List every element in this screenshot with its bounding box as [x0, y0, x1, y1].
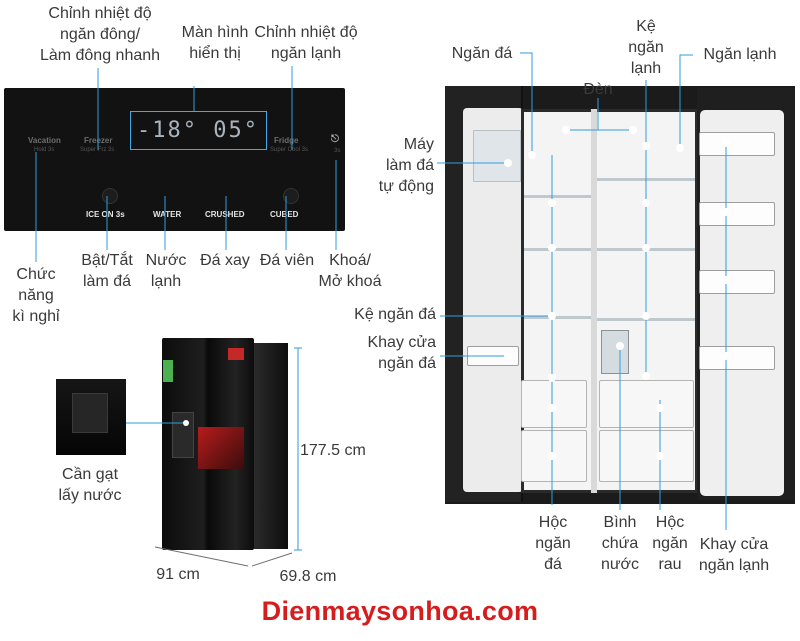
fridge-door-tray	[699, 346, 775, 370]
cabinet-divider	[591, 109, 597, 493]
label-lock: Khoá/ Mở khoá	[318, 252, 382, 290]
energy-tag	[163, 360, 173, 382]
fridge-sub: Super Cool 3s	[270, 147, 309, 153]
label-height: 177.5 cm	[300, 442, 366, 459]
label-ice-shelf: Kệ ngăn đá	[354, 306, 436, 323]
label-depth: 69.8 cm	[279, 568, 337, 585]
water-button[interactable]: WATER	[153, 210, 182, 219]
label-cubed: Đá viên	[259, 252, 315, 269]
freezer-shelf	[524, 248, 591, 251]
display-highlight	[130, 111, 267, 150]
cubed-knob[interactable]	[283, 188, 299, 204]
fridge-door-tray	[699, 202, 775, 226]
fridge-door-tray	[699, 270, 775, 294]
vegetable-drawer	[599, 380, 694, 428]
label-water-pitcher: Bình chứa nước	[600, 514, 640, 573]
label-vacation: Chức năng kì nghỉ	[12, 266, 60, 325]
fridge-text: Fridge	[274, 136, 299, 145]
label-fridge-compartment: Ngăn lạnh	[703, 46, 777, 63]
cubed-button[interactable]: CUBED	[270, 210, 299, 219]
lever-closeup-dispenser	[72, 393, 108, 433]
brand-watermark: Dienmaysonhoa.com	[261, 596, 539, 626]
temperature-display: -18° 05°	[137, 118, 259, 143]
promo-sticker	[198, 427, 244, 469]
label-ice-door-tray: Khay cửa ngăn đá	[367, 334, 436, 372]
vacation-sub: Hold 3s	[34, 147, 55, 153]
label-lever: Cần gạt lấy nước	[58, 466, 122, 504]
label-fridge-door-tray: Khay cửa ngăn lạnh	[698, 536, 770, 574]
label-ice-maker: Máy làm đá tự động	[378, 136, 434, 195]
vegetable-drawer	[599, 430, 694, 482]
freezer-sub: Super Frz 3s	[80, 147, 115, 153]
crushed-button[interactable]: CRUSHED	[205, 210, 245, 219]
ice-maker-unit	[473, 130, 521, 182]
freezer-shelf	[524, 195, 591, 198]
lock-sub: 3s	[334, 148, 341, 154]
fridge-cabinet	[521, 109, 698, 493]
label-shelf: Kệ ngăn lạnh	[628, 18, 664, 77]
label-width: 91 cm	[156, 566, 200, 583]
water-pitcher	[601, 330, 629, 374]
vacation-text: Vacation	[28, 136, 61, 145]
lock-icon[interactable]: ⎋	[331, 134, 339, 145]
brand-badge	[228, 348, 244, 360]
fridge-door-liner	[700, 110, 784, 496]
label-light: Đèn	[583, 81, 613, 98]
label-ice-box: Hộc ngăn đá	[535, 514, 571, 573]
ice-on-button[interactable]: ICE ON 3s	[86, 210, 125, 219]
label-cold-water: Nước lạnh	[145, 252, 187, 290]
label-display: Màn hình hiển thị	[181, 24, 249, 62]
fridge-door-tray	[699, 132, 775, 156]
label-ice-toggle: Bật/Tắt làm đá	[81, 252, 133, 290]
label-ice-compartment: Ngăn đá	[451, 45, 513, 62]
ice-on-knob[interactable]	[102, 188, 118, 204]
freezer-shelf	[524, 316, 591, 319]
fridge-side-photo	[254, 343, 288, 549]
label-fridge-temp: Chỉnh nhiệt độ ngăn lạnh	[254, 24, 358, 62]
label-freezer-temp: Chỉnh nhiệt độ ngăn đông/ Làm đông nhanh	[39, 5, 161, 64]
label-crushed: Đá xay	[200, 252, 250, 269]
control-panel: -18° 05° Vacation Hold 3s Freezer Super …	[4, 88, 345, 231]
label-veg-box: Hộc ngăn rau	[652, 514, 688, 573]
